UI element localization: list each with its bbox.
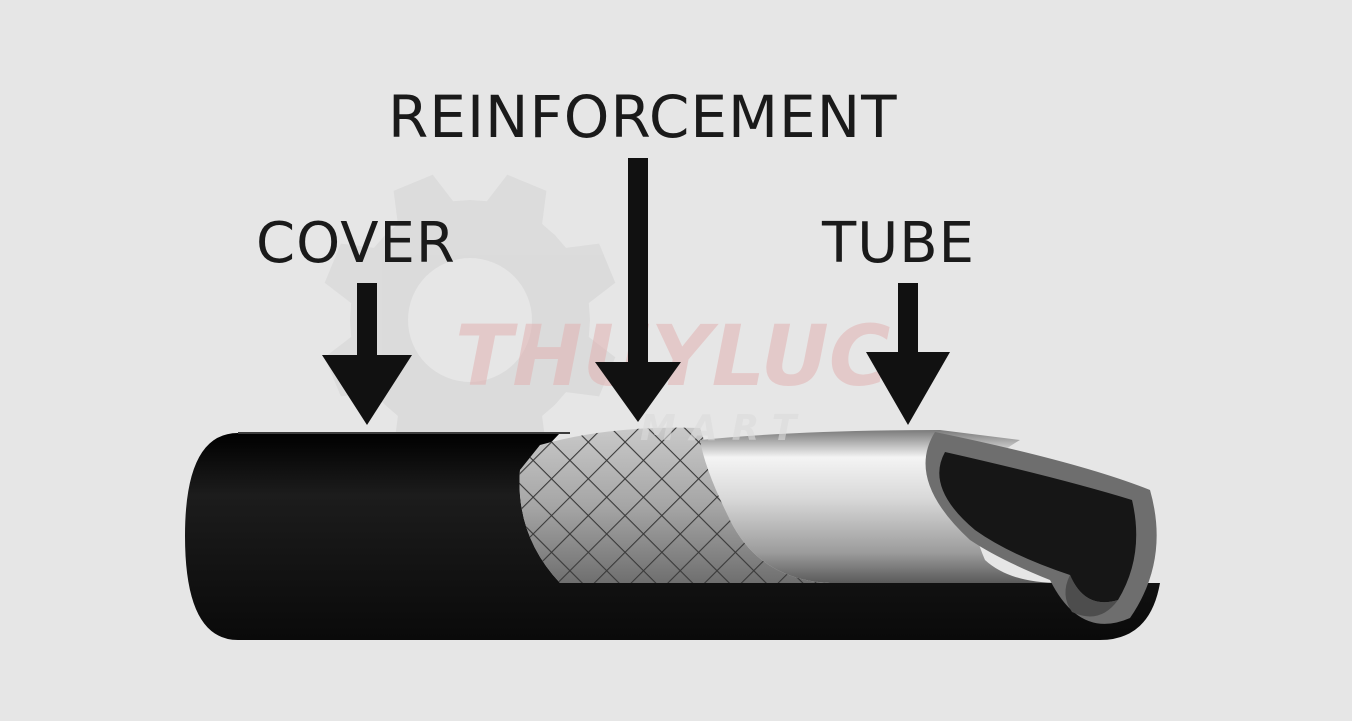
arrow-cover-icon [322,283,412,425]
watermark-gear-icon [324,174,616,466]
label-tube: TUBE [821,211,975,276]
label-cover: COVER [256,211,456,276]
hose-bore-inner-shade [1065,575,1118,617]
label-reinforcement: REINFORCEMENT [388,83,898,151]
arrow-tube-icon [866,283,950,425]
watermark-brand: THUYLUC [455,307,890,405]
watermark-sub: MART [640,408,810,449]
arrow-reinforcement-icon [595,158,681,422]
hose-bore [939,452,1137,603]
hose-cover [185,433,1160,640]
